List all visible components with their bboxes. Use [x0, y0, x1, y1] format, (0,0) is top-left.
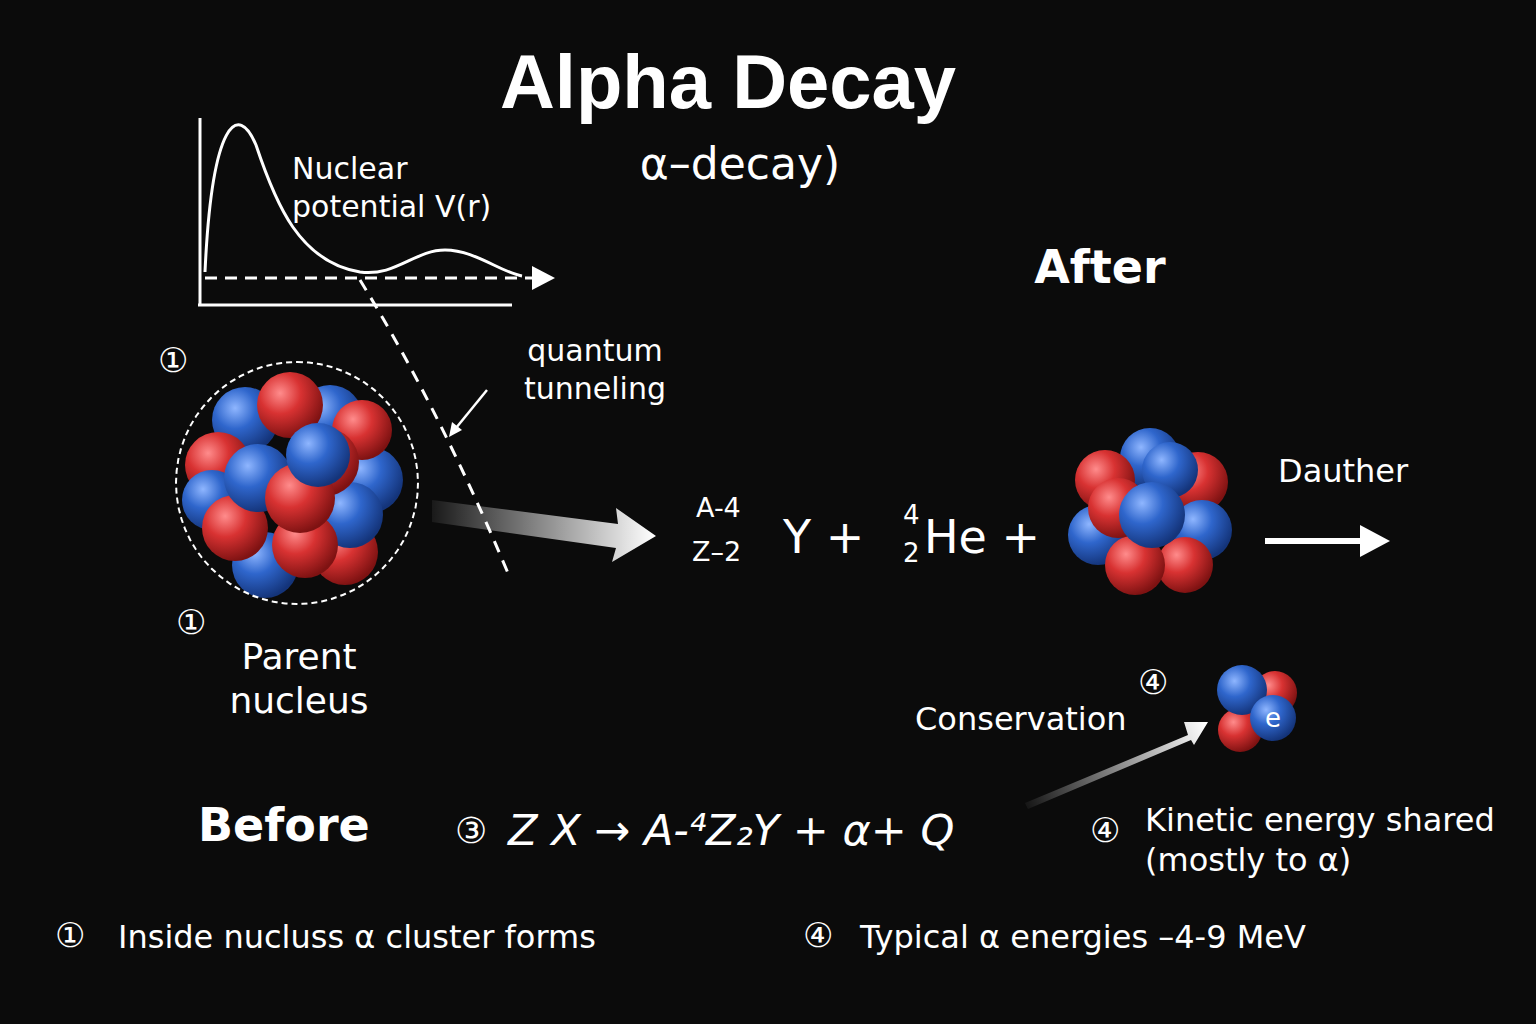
- particle-label: e: [1252, 697, 1294, 739]
- decay-equation: Z X → A-⁴Z₂Y + α+ Q: [508, 805, 954, 855]
- atomic-number: 2: [903, 538, 920, 568]
- stage-heading: After: [1030, 240, 1170, 294]
- alpha-particle-spheres: [1217, 665, 1297, 752]
- callout-number: ④: [1090, 810, 1120, 850]
- callout-number: ①: [176, 602, 206, 642]
- graph-label: Nuclear potential V(r): [292, 150, 532, 226]
- daughter-nucleus-spheres: [1068, 428, 1232, 595]
- alpha-particle: e: [1252, 697, 1294, 739]
- annotation: Conservation: [915, 700, 1127, 738]
- callout-number: ①: [55, 915, 85, 955]
- atomic-number: Z–2: [692, 536, 741, 567]
- callout-number: ④: [1138, 662, 1168, 702]
- mass-number: 4: [903, 500, 920, 530]
- callout-number: ①: [158, 340, 188, 380]
- annotation: Dauther: [1278, 452, 1408, 490]
- leader-line: [456, 390, 487, 428]
- leader-arrowhead: [449, 422, 462, 437]
- node-heading: Parent nucleus: [169, 635, 429, 723]
- note: Inside nucluss α cluster forms: [118, 918, 596, 956]
- parent-nucleus: Parent nucleus: [175, 361, 419, 605]
- daughter-arrow: [1265, 525, 1390, 557]
- element-symbol: He +: [924, 510, 1040, 564]
- potential-graph: [198, 118, 555, 306]
- annotation: quantum tunneling: [500, 332, 690, 408]
- stage-heading: Before: [198, 798, 370, 852]
- title: Alpha Decay: [0, 38, 1456, 125]
- reaction-arrow: [432, 500, 656, 562]
- element-symbol: Y +: [783, 510, 864, 564]
- note: Typical α energies –4-9 MeV: [860, 918, 1306, 956]
- parent-nucleus-spheres: [182, 372, 403, 598]
- callout-number: ③: [455, 810, 487, 851]
- subtitle: α–decay): [600, 138, 880, 189]
- callout-number: ④: [803, 915, 833, 955]
- mass-number: A-4: [696, 492, 741, 523]
- note: Kinetic energy shared (mostly to α): [1145, 800, 1515, 880]
